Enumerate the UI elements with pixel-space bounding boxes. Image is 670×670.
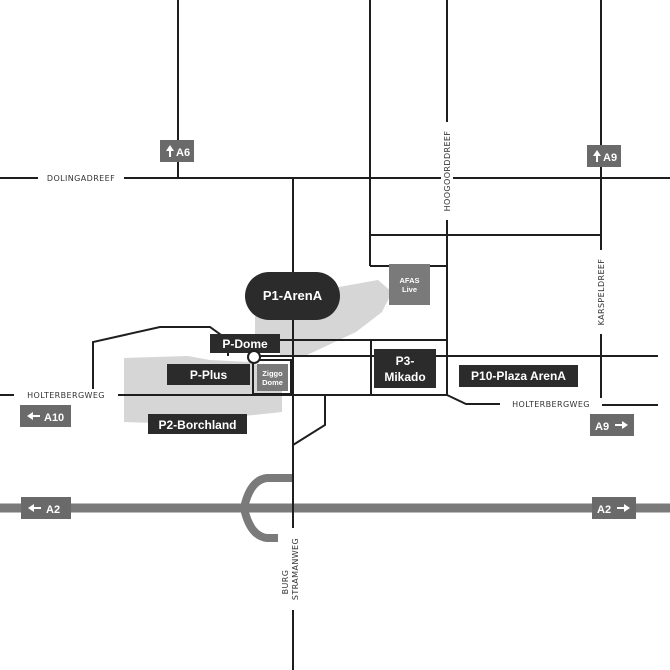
parking-areas: P1-ArenA P-Dome P-Plus P2-Borchland P3- … bbox=[148, 272, 578, 434]
sign-a2-east[interactable]: A2 bbox=[592, 497, 636, 519]
p3-label-line1: P3- bbox=[396, 354, 415, 368]
parking-p-dome[interactable]: P-Dome bbox=[210, 334, 280, 353]
afas-label-line1: AFAS bbox=[399, 276, 419, 285]
a9-top-label: A9 bbox=[603, 152, 617, 164]
afas-live-venue[interactable]: AFAS Live bbox=[389, 264, 430, 305]
highway-a2 bbox=[0, 474, 670, 542]
karspeldreef-label: KARSPELDREEF bbox=[597, 259, 606, 326]
arrow-up-icon bbox=[593, 150, 601, 162]
sign-a9-bottom[interactable]: A9 bbox=[590, 414, 634, 436]
burg-label: BURG bbox=[281, 570, 290, 595]
ziggo-label-line1: Ziggo bbox=[262, 369, 283, 378]
sign-a6[interactable]: A6 bbox=[160, 140, 194, 162]
ziggo-dome-venue[interactable]: Ziggo Dome bbox=[257, 364, 288, 391]
sign-a2-west[interactable]: A2 bbox=[21, 497, 71, 519]
arrow-left-icon bbox=[28, 504, 41, 512]
road-connector-b bbox=[292, 395, 326, 446]
p2-label: P2-Borchland bbox=[158, 418, 236, 432]
parking-p1-arena[interactable]: P1-ArenA bbox=[245, 272, 340, 320]
sign-a9-top[interactable]: A9 bbox=[587, 145, 621, 167]
a10-label: A10 bbox=[44, 412, 64, 424]
street-labels: DOLINGADREEF HOOGOORDDREEF KARSPELDREEF … bbox=[14, 122, 607, 610]
p3-label-line2: Mikado bbox=[384, 370, 425, 384]
parking-p-plus[interactable]: P-Plus bbox=[167, 364, 250, 385]
stramanweg-label: STRAMANWEG bbox=[291, 538, 300, 600]
parking-p2-borchland[interactable]: P2-Borchland bbox=[148, 414, 247, 434]
a6-label: A6 bbox=[176, 147, 190, 159]
a9-bottom-label: A9 bbox=[595, 421, 609, 433]
arrow-left-icon bbox=[27, 412, 40, 420]
holterbergweg-east-label: HOLTERBERGWEG bbox=[512, 400, 590, 409]
afas-label-line2: Live bbox=[402, 285, 417, 294]
p-dome-label: P-Dome bbox=[222, 337, 268, 351]
highway-signs: A6 A9 A10 A9 A2 A2 bbox=[20, 140, 636, 519]
a2-west-label: A2 bbox=[46, 504, 60, 516]
p-plus-label: P-Plus bbox=[190, 368, 228, 382]
parking-p3-mikado[interactable]: P3- Mikado bbox=[374, 349, 436, 388]
arrow-right-icon bbox=[615, 421, 628, 429]
a2-ramp-north bbox=[240, 474, 292, 509]
holterbergweg-west-label: HOLTERBERGWEG bbox=[27, 391, 105, 400]
a2-east-label: A2 bbox=[597, 504, 611, 516]
a2-ramp-south bbox=[240, 507, 292, 542]
p1-label: P1-ArenA bbox=[263, 288, 323, 303]
ziggo-label-line2: Dome bbox=[262, 378, 283, 387]
p10-label: P10-Plaza ArenA bbox=[471, 369, 566, 383]
hoogoorddreef-label: HOOGOORDDREEF bbox=[443, 131, 452, 212]
parking-p10-plaza-arena[interactable]: P10-Plaza ArenA bbox=[459, 365, 578, 387]
sign-a10[interactable]: A10 bbox=[20, 405, 71, 427]
ziggo-block-outline bbox=[252, 359, 292, 395]
arrow-right-icon bbox=[617, 504, 630, 512]
arrow-up-icon bbox=[166, 145, 174, 157]
dolingadreef-label: DOLINGADREEF bbox=[47, 174, 115, 183]
venues: AFAS Live Ziggo Dome bbox=[257, 264, 430, 391]
p-dome-marker bbox=[247, 350, 261, 364]
